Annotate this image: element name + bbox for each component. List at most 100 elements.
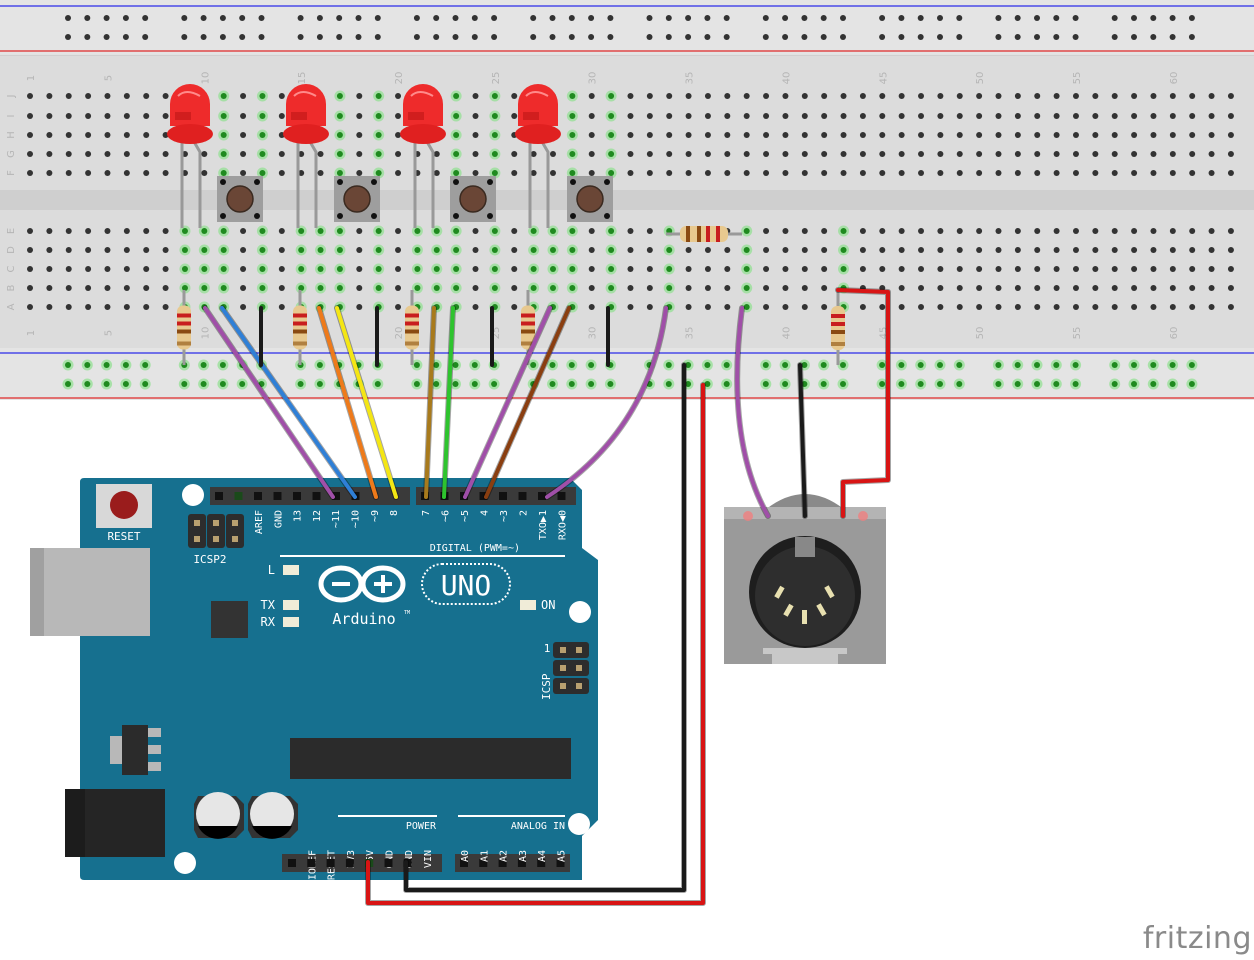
rail-hole (297, 15, 304, 21)
breadboard-hole (1227, 132, 1234, 138)
rail-hole (200, 34, 207, 40)
rail-hole (452, 15, 459, 21)
rail-hole (258, 34, 265, 40)
breadboard-hole (1227, 285, 1234, 291)
breadboard-hole (1014, 228, 1021, 234)
breadboard-hole (976, 304, 983, 310)
breadboard-hole (1111, 93, 1118, 99)
rail-hole (316, 15, 323, 21)
row-label: D (6, 246, 17, 254)
rail-hole (1150, 15, 1157, 21)
midi-din-connector[interactable] (724, 494, 886, 664)
breadboard-hole (588, 266, 595, 272)
atmega-chip (290, 738, 571, 779)
breadboard-hole (666, 285, 673, 291)
breadboard-hole (821, 93, 828, 99)
voltage-regulator (122, 725, 148, 775)
breadboard-hole (1034, 285, 1041, 291)
header-pin (234, 492, 243, 500)
rail-hole (820, 34, 827, 40)
breadboard-hole (104, 132, 111, 138)
rail-hole (1169, 381, 1176, 387)
column-number: 60 (1169, 72, 1180, 85)
rail-hole (588, 15, 595, 21)
breadboard-hole (375, 266, 382, 272)
analog-pin-label: A0 (460, 850, 471, 862)
breadboard-hole (433, 247, 440, 253)
digital-pin-label: ~9 (370, 510, 381, 522)
breadboard-hole (1111, 228, 1118, 234)
breadboard-hole (1034, 151, 1041, 157)
rail-hole (1188, 34, 1195, 40)
breadboard-hole (240, 132, 247, 138)
header-pin (326, 859, 335, 867)
breadboard-hole (627, 151, 634, 157)
led (400, 84, 446, 228)
breadboard-hole (859, 170, 866, 176)
rail-hole (549, 362, 556, 368)
led-rim (400, 124, 446, 144)
breadboard-hole (976, 170, 983, 176)
rail-hole (549, 34, 556, 40)
rail-hole (685, 34, 692, 40)
breadboard-hole (1034, 228, 1041, 234)
breadboard-hole (123, 304, 130, 310)
breadboard-hole (898, 113, 905, 119)
breadboard-hole (821, 304, 828, 310)
rail-hole (103, 362, 110, 368)
resistor-band (716, 226, 720, 242)
reset-button-cap[interactable] (110, 491, 138, 519)
rail-hole (355, 15, 362, 21)
breadboard-labels: 1155101015152020252530303535404045455050… (6, 72, 1180, 340)
breadboard-hole (1072, 151, 1079, 157)
rail-hole (181, 34, 188, 40)
breadboard-hole (162, 304, 169, 310)
power-pin-label: VIN (423, 850, 434, 868)
resistor-band (831, 330, 845, 334)
breadboard-hole (743, 247, 750, 253)
resistor-band (293, 313, 307, 318)
breadboard-hole (259, 113, 266, 119)
breadboard-hole (898, 132, 905, 138)
breadboard-hole (821, 151, 828, 157)
breadboard-hole (801, 266, 808, 272)
breadboard-hole (956, 247, 963, 253)
breadboard-hole (608, 285, 615, 291)
breadboard-hole (1131, 132, 1138, 138)
breadboard-hole (1150, 113, 1157, 119)
rail-hole (413, 362, 420, 368)
rail-hole (258, 15, 265, 21)
rail-hole (530, 34, 537, 40)
breadboard-hole (801, 170, 808, 176)
breadboard-hole (162, 170, 169, 176)
breadboard-hole (414, 247, 421, 253)
breadboard-hole (336, 247, 343, 253)
digital-pin-label: 2 (519, 510, 530, 516)
breadboard-hole (995, 113, 1002, 119)
tx-led (283, 600, 299, 610)
breadboard-hole (220, 247, 227, 253)
rail-hole (956, 362, 963, 368)
rail-hole (879, 15, 886, 21)
rail-hole (762, 34, 769, 40)
breadboard-hole (395, 228, 402, 234)
breadboard-hole (588, 113, 595, 119)
breadboard-hole (1189, 132, 1196, 138)
on-led-label: ON (541, 598, 555, 612)
breadboard-hole (646, 285, 653, 291)
breadboard-hole (530, 247, 537, 253)
header-pin (557, 492, 566, 500)
breadboard-hole (1072, 228, 1079, 234)
rail-hole (898, 15, 905, 21)
breadboard-hole (143, 170, 150, 176)
breadboard-hole (763, 285, 770, 291)
pushbutton (567, 176, 613, 222)
breadboard-hole (1189, 247, 1196, 253)
breadboard-hole (1131, 266, 1138, 272)
breadboard-hole (27, 285, 33, 291)
rail-hole (723, 34, 730, 40)
header-pin (479, 492, 488, 500)
breadboard-hole (1150, 151, 1157, 157)
breadboard-hole (356, 151, 363, 157)
